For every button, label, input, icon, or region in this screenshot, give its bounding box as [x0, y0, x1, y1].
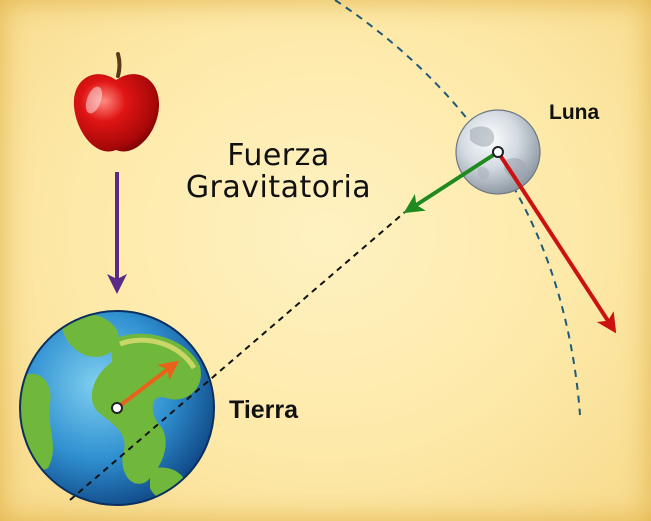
- earth-label: Tierra: [229, 396, 299, 424]
- earth-center-point: [111, 402, 123, 414]
- earth-moon-line: [69, 211, 406, 501]
- force-label-line1: Fuerza: [227, 138, 330, 173]
- moon-center-point: [492, 146, 504, 158]
- apple-icon: [73, 52, 160, 152]
- moon-velocity-arrow: [496, 150, 617, 334]
- earth-surface-arrow: [115, 360, 180, 410]
- earth-globe-icon: [19, 310, 215, 506]
- moon-orbit-path: [334, 0, 581, 416]
- force-label-line2: Gravitatoria: [185, 170, 372, 205]
- moon-gravity-arrow: [403, 150, 500, 214]
- moon-label: Luna: [549, 101, 600, 124]
- gravitational-force-label: Fuerza Gravitatoria: [176, 140, 381, 204]
